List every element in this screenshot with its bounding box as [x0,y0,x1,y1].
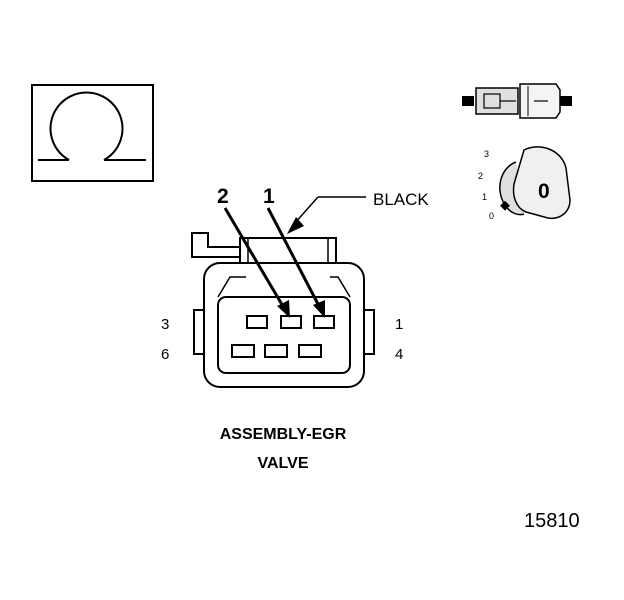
wire-arrow-icon [287,217,304,234]
pin-number-6: 6 [161,346,169,363]
pin-number-4: 4 [395,346,403,363]
callout-label-1: 1 [263,185,275,208]
component-title-line2: VALVE [258,455,309,472]
figure-number: 15810 [524,510,580,532]
cavity-6 [231,344,255,358]
component-title-line1: ASSEMBLY-EGR [220,426,347,443]
cavity-3 [246,315,268,329]
key-position-glyph: 0 [538,180,550,203]
connector-plug-icon [462,83,572,119]
pin-number-3: 3 [161,316,169,333]
cavity-5 [264,344,288,358]
egr-connector-face [191,232,375,388]
wire-color-label: BLACK [373,190,429,209]
pin-number-1: 1 [395,316,403,333]
ignition-key-icon: 0 3 2 1 0 [478,146,571,221]
key-scale-1: 1 [482,192,487,202]
callout-arrows [223,207,325,318]
cavity-2 [280,315,302,329]
key-scale-3: 3 [484,149,489,159]
key-scale-0: 0 [489,211,494,221]
key-scale-2: 2 [478,171,483,181]
cavity-4 [298,344,322,358]
callout-label-2: 2 [217,185,229,208]
ohm-meter-icon [31,84,154,182]
cavity-1 [313,315,335,329]
